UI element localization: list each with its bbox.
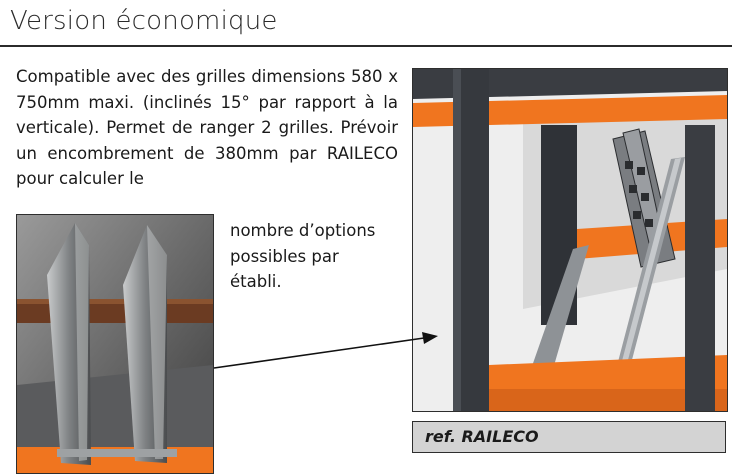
product-image xyxy=(412,68,728,412)
detail-image xyxy=(16,214,214,474)
section-title: Version économique xyxy=(10,6,278,36)
description-line-1: nombre d’options xyxy=(230,221,376,240)
description-line-3: établi. xyxy=(230,272,282,291)
description-line-2: possibles par xyxy=(230,246,339,266)
reference-caption: ref. RAILECO xyxy=(412,421,726,453)
title-rule xyxy=(0,45,732,47)
description-continuation: nombre d’options possibles par établi. xyxy=(230,218,400,295)
description-main: Compatible avec des grilles dimensions 5… xyxy=(16,67,398,188)
reference-label: ref. RAILECO xyxy=(425,427,539,446)
